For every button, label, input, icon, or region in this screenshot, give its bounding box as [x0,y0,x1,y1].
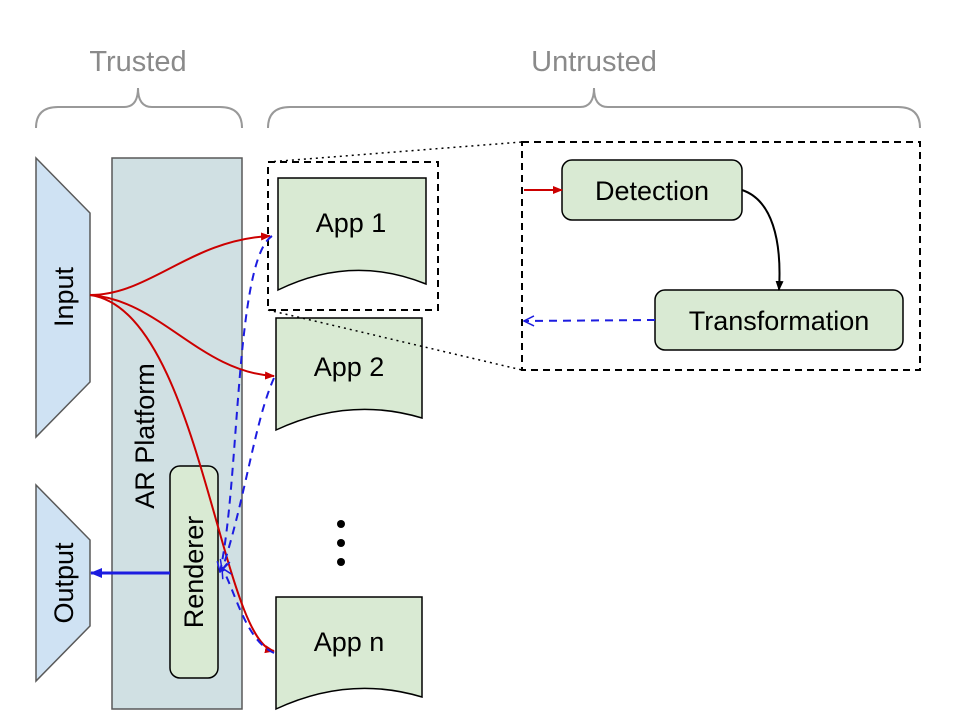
ellipsis-dot-3 [337,558,345,566]
app-2-to-renderer-arrow [222,377,275,570]
ar-platform-label: AR Platform [130,363,160,509]
untrusted-brace [267,87,921,129]
detection-label: Detection [595,176,709,206]
output-block [35,483,91,683]
input-to-app-2-arrow [89,294,275,380]
trusted-brace [35,87,243,129]
input-block [35,156,91,439]
detection-to-transformation-arrow [741,189,784,291]
app-1-document [277,177,427,292]
app-1-highlight [267,161,439,311]
app-2-document [275,317,423,432]
input-label: Input [49,266,79,327]
transformation-label: Transformation [689,306,870,336]
zoom-connector-bottom [267,309,523,371]
untrusted-label: Untrusted [531,46,657,78]
app-2-label: App 2 [314,352,385,382]
output-label: Output [49,542,79,624]
app-n-document [275,596,423,711]
app-n-label: App n [314,627,385,657]
renderer-label: Renderer [179,516,209,629]
app-1-label: App 1 [316,208,387,238]
detail-panel [521,141,921,371]
trusted-label: Trusted [89,46,186,78]
transformation-output-arrow [524,320,656,321]
ellipsis-dot-2 [337,539,345,547]
zoom-connector-top [267,141,523,163]
ellipsis-dot-1 [337,520,345,528]
app-1-to-renderer-arrow [220,235,273,572]
input-to-app-n-arrow [89,294,275,654]
input-to-app-1-arrow [89,232,271,296]
